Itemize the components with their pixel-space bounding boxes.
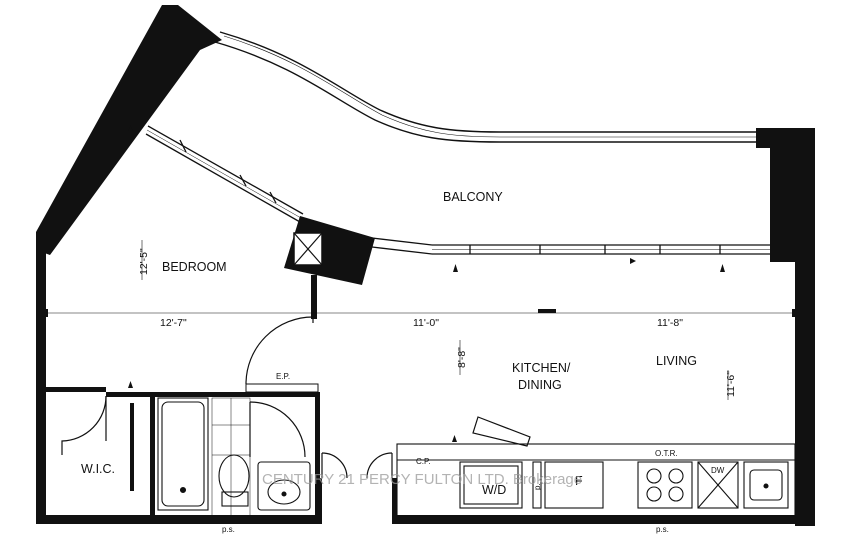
interior-walls [46,383,320,518]
bedroom-width-dimension: 12'-7" [160,317,187,329]
dishwasher-label: DW [711,466,725,475]
kitchen-width-dimension: 11'-0" [413,317,439,329]
dimension-marks [44,125,796,442]
wic-label: W.I.C. [81,462,115,476]
doors [61,316,531,479]
bedroom-label: BEDROOM [162,260,227,274]
watermark: CENTURY 21 PERCY FULTON LTD. Brokerage [262,471,582,488]
structural-column [284,216,375,319]
balcony-railing-outer [214,31,762,143]
kitchen-ps-label: p.s. [656,525,669,534]
living-depth-dimension: 11'-6" [725,371,737,397]
cp-label: C.P. [416,457,431,466]
kitchen-counter [396,443,796,517]
balcony-railing-inner [145,125,775,255]
pantry-label: p. [533,483,542,490]
washer-dryer-label: W/D [482,483,506,497]
fridge-label: F [575,474,583,488]
dining-label: DINING [518,378,562,392]
bathroom-fixtures [157,397,311,517]
bedroom-depth-dimension: 12'-5" [138,248,150,275]
ep-label: E.P. [276,372,290,381]
kitchen-depth-dimension: 8'-8" [456,347,468,368]
living-label: LIVING [656,354,697,368]
balcony-wall-end [756,128,776,262]
bath-ps-label: p.s. [222,525,235,534]
living-width-dimension: 11'-8" [657,317,683,329]
kitchen-label: KITCHEN/ [512,361,571,375]
otr-label: O.T.R. [655,449,678,458]
balcony-label: BALCONY [443,190,503,204]
